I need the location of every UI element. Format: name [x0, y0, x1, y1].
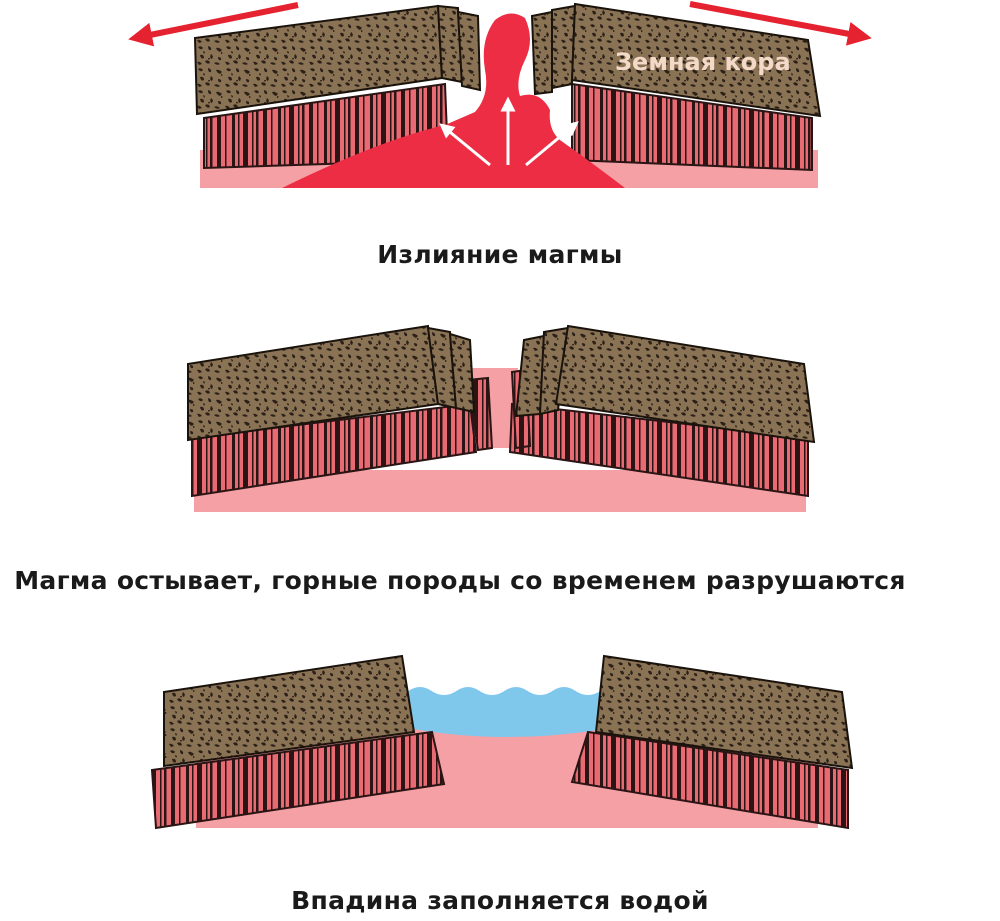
magma-plume [282, 13, 625, 189]
right-crust-block [570, 2, 822, 118]
crust-label: Земная кора [615, 48, 791, 76]
spread-arrow-right [689, 1, 872, 46]
spread-arrow-left [128, 2, 299, 47]
right-crust-fragment [551, 4, 577, 90]
flow-arrow-left [439, 123, 491, 167]
mantle-base [194, 470, 806, 512]
left-crust-fragment [456, 10, 482, 92]
right-crust-block [594, 654, 854, 770]
water-basin [408, 686, 600, 738]
left-rock-layer [150, 730, 446, 830]
right-rock-layer [570, 730, 849, 830]
flow-arrow-right [525, 121, 579, 167]
stage-1-caption: Излияние магмы [377, 240, 623, 269]
left-rock-layer [191, 402, 478, 498]
stage-2-magma-cooling [187, 324, 816, 512]
water-surface [407, 685, 601, 695]
stage-2-caption: Магма остывает, горные породы со времене… [14, 566, 906, 595]
left-crust-block [163, 654, 416, 768]
stage-3-basin-filling [150, 654, 854, 830]
right-crust-fragment [538, 326, 570, 416]
stage-3-caption: Впадина заполняется водой [291, 886, 709, 915]
right-crust-fragment [530, 10, 553, 96]
left-crust-fragment [448, 332, 476, 414]
stage-1-magma-outflow: Земная кора [128, 1, 872, 189]
right-crust-block [554, 324, 816, 444]
